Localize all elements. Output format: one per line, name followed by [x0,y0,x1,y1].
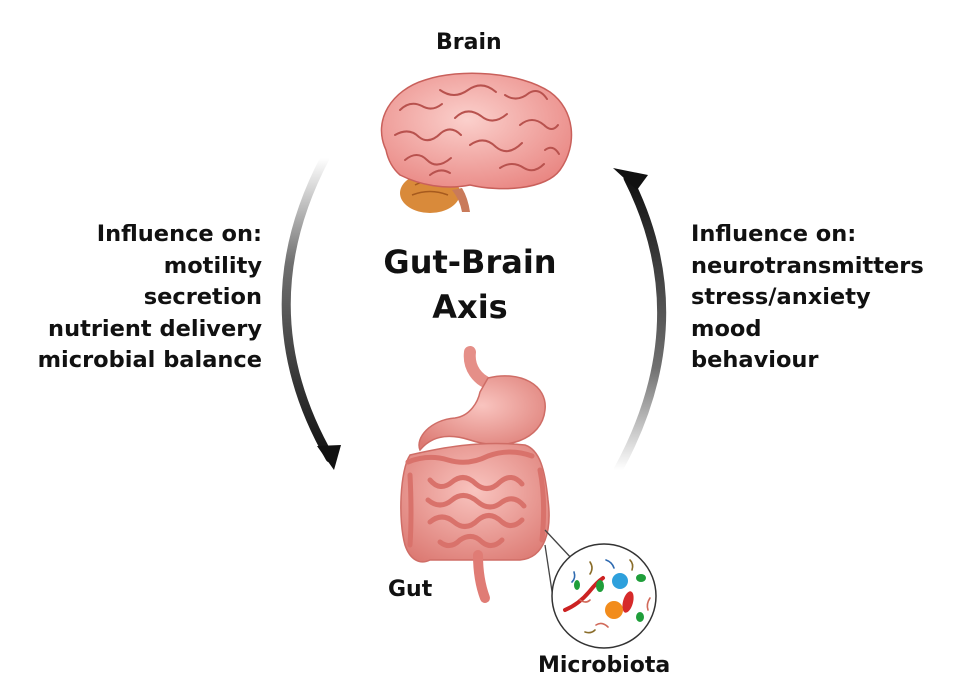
brain-label: Brain [436,30,502,55]
gut-label: Gut [388,577,433,602]
left-arrow [281,153,341,470]
microbiota-label: Microbiota [538,653,671,678]
right-influence-list: Influence on: neurotransmitters stress/a… [691,219,924,377]
right-influence-item: mood [691,315,762,342]
microbiota-circle [551,543,657,649]
right-influence-item: neurotransmitters [691,252,924,279]
magnifier-lines [544,529,574,599]
left-influence-list: Influence on: motility secretion nutrien… [38,219,262,377]
diagram-title: Gut-Brain Axis [340,240,600,330]
title-line-2: Axis [432,288,508,326]
left-influence-item: secretion [143,284,262,310]
gut-illustration [400,346,550,603]
left-influence-item: motility [163,252,262,279]
brain-illustration [380,72,573,213]
left-influence-item: nutrient delivery [48,315,262,342]
left-influence-item: microbial balance [37,347,262,373]
title-line-1: Gut-Brain [383,243,557,281]
right-influence-item: behaviour [691,347,819,373]
left-influence-heading: Influence on: [96,221,262,247]
right-arrow [613,168,667,475]
right-influence-heading: Influence on: [691,221,857,247]
right-influence-item: stress/anxiety [691,284,871,310]
